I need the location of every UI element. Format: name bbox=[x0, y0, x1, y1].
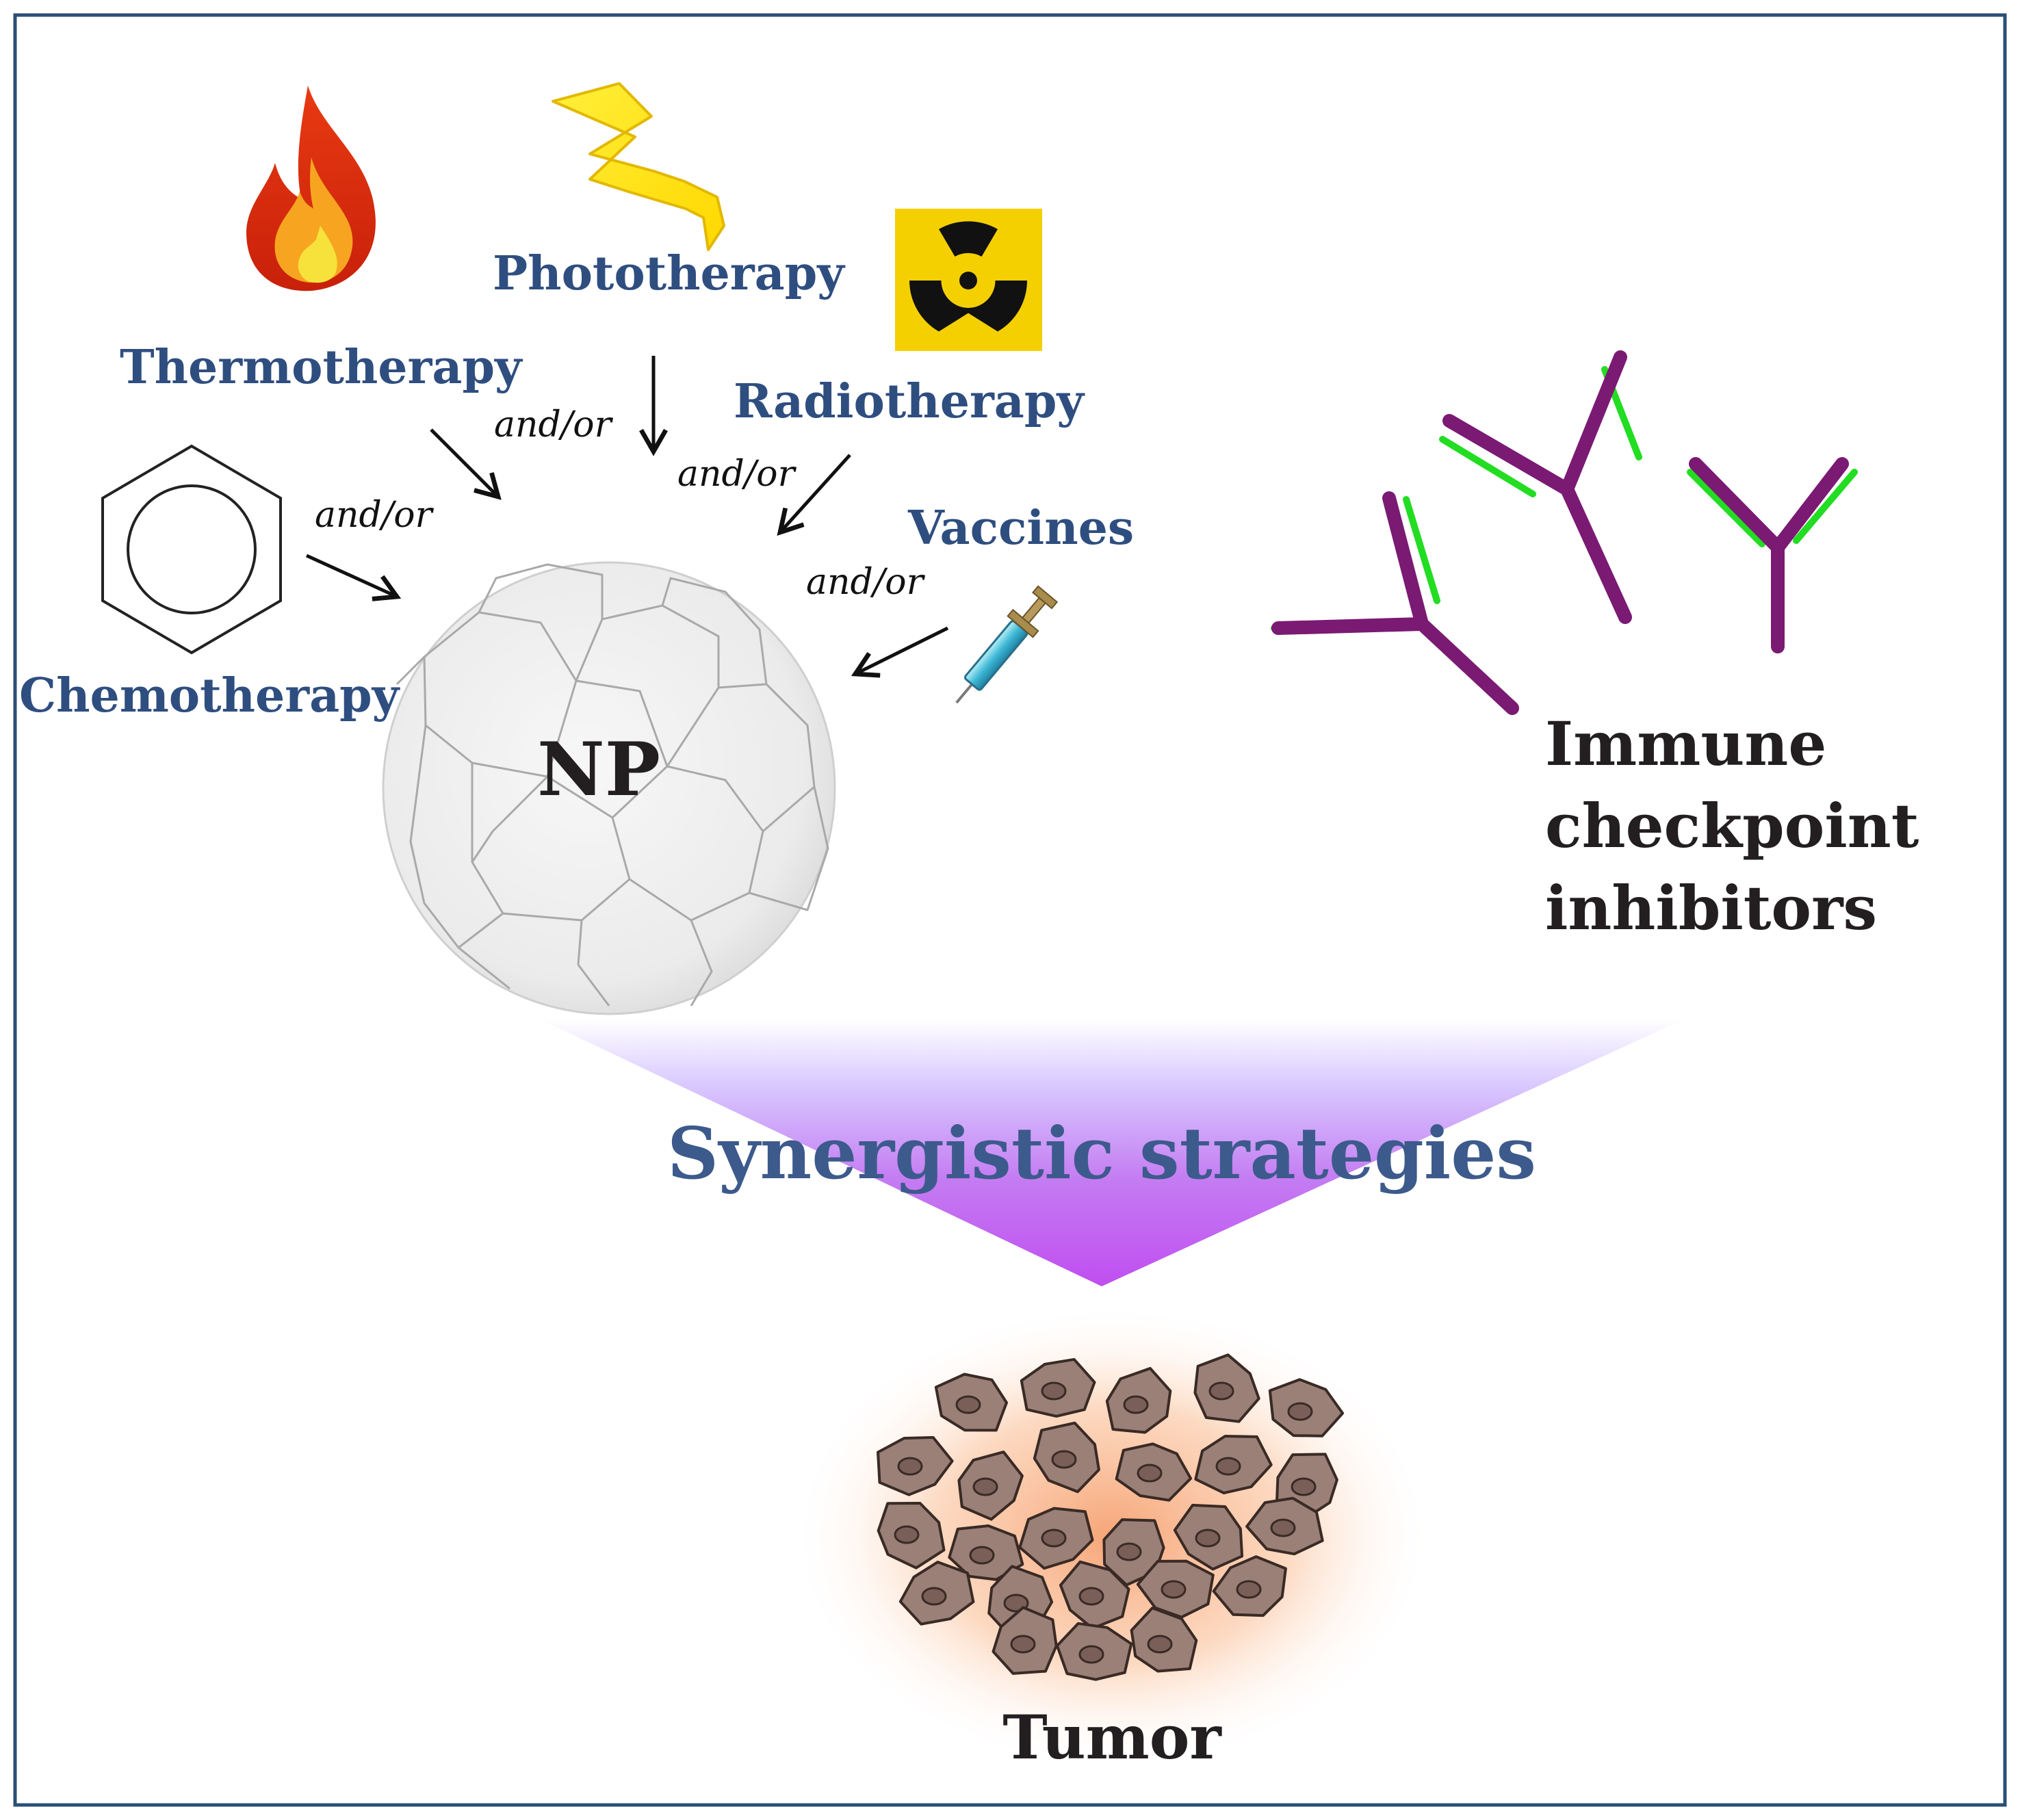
tumor-cell-nucleus bbox=[1078, 1587, 1104, 1606]
antibody-3 bbox=[1687, 457, 1858, 653]
tumor-cell-nucleus bbox=[1195, 1529, 1221, 1548]
syringe-icon bbox=[955, 585, 1059, 704]
tumor-cell-nucleus bbox=[1208, 1381, 1234, 1401]
tumor-cell-nucleus bbox=[921, 1587, 947, 1606]
synergy-funnel bbox=[541, 1019, 1683, 1286]
tumor-cell-nucleus bbox=[894, 1525, 920, 1544]
tumor-cell-nucleus bbox=[1215, 1457, 1241, 1476]
label-synergistic-strategies: Synergistic strategies bbox=[667, 1111, 1536, 1195]
tumor-cell-nucleus bbox=[972, 1477, 998, 1496]
np-nanoparticle bbox=[382, 561, 836, 1015]
arrow-radio bbox=[777, 454, 851, 536]
arrow-thermo bbox=[430, 428, 502, 500]
tumor-cell-nucleus bbox=[1147, 1635, 1173, 1654]
arrow-chemo bbox=[305, 554, 402, 601]
tumor-cell-nucleus bbox=[1078, 1645, 1104, 1664]
antibody-icon bbox=[1271, 350, 1858, 715]
lightning-icon bbox=[552, 82, 725, 251]
tumor-cell-nucleus bbox=[1291, 1477, 1317, 1496]
label-phototherapy: Phototherapy bbox=[493, 246, 846, 301]
arrow-vaccines bbox=[851, 626, 949, 678]
tumor-cell-nucleus bbox=[1041, 1529, 1067, 1548]
tumor-cell-nucleus bbox=[955, 1395, 981, 1414]
benzene-ring-icon bbox=[101, 444, 282, 655]
tumor-cell-nucleus bbox=[1236, 1580, 1262, 1599]
connector-and-or: and/or bbox=[806, 562, 926, 603]
tumor-cell-cluster bbox=[877, 1353, 1345, 1681]
tumor-cell-nucleus bbox=[1010, 1635, 1036, 1654]
label-thermotherapy: Thermotherapy bbox=[120, 340, 523, 395]
radiation-icon bbox=[895, 209, 1042, 351]
tumor-cell-nucleus bbox=[1161, 1580, 1187, 1599]
tumor-cell-nucleus bbox=[1051, 1450, 1077, 1469]
label-np: NP bbox=[537, 727, 660, 813]
label-immune-line3: inhibitors bbox=[1545, 872, 1877, 944]
label-radiotherapy: Radiotherapy bbox=[734, 374, 1085, 429]
label-immune-line1: Immune bbox=[1545, 708, 1826, 779]
antibody-1 bbox=[1271, 491, 1519, 715]
tumor-cell-nucleus bbox=[1123, 1395, 1149, 1414]
labels: Phototherapy Thermotherapy Radiotherapy … bbox=[19, 246, 1919, 1773]
tumor-cell-nucleus bbox=[1287, 1402, 1313, 1421]
connector-and-or: and/or bbox=[315, 495, 435, 536]
tumor-cell-nucleus bbox=[1270, 1518, 1296, 1537]
arrows bbox=[305, 356, 949, 678]
connector-and-or: and/or bbox=[494, 404, 614, 445]
label-vaccines: Vaccines bbox=[907, 501, 1134, 556]
fire-icon bbox=[246, 86, 376, 291]
connector-and-or: and/or bbox=[677, 454, 797, 495]
figure-frame bbox=[13, 13, 2007, 1807]
tumor-cell-nucleus bbox=[1041, 1381, 1067, 1401]
antibody-2 bbox=[1439, 350, 1642, 624]
tumor-cell-nucleus bbox=[969, 1546, 995, 1565]
label-chemotherapy: Chemotherapy bbox=[19, 668, 401, 723]
label-immune-line2: checkpoint bbox=[1545, 790, 1919, 861]
tumor-cell-nucleus bbox=[1116, 1542, 1142, 1561]
label-tumor: Tumor bbox=[1002, 1702, 1222, 1773]
tumor-cell-nucleus bbox=[1137, 1464, 1163, 1483]
tumor-cell-nucleus bbox=[897, 1457, 923, 1476]
